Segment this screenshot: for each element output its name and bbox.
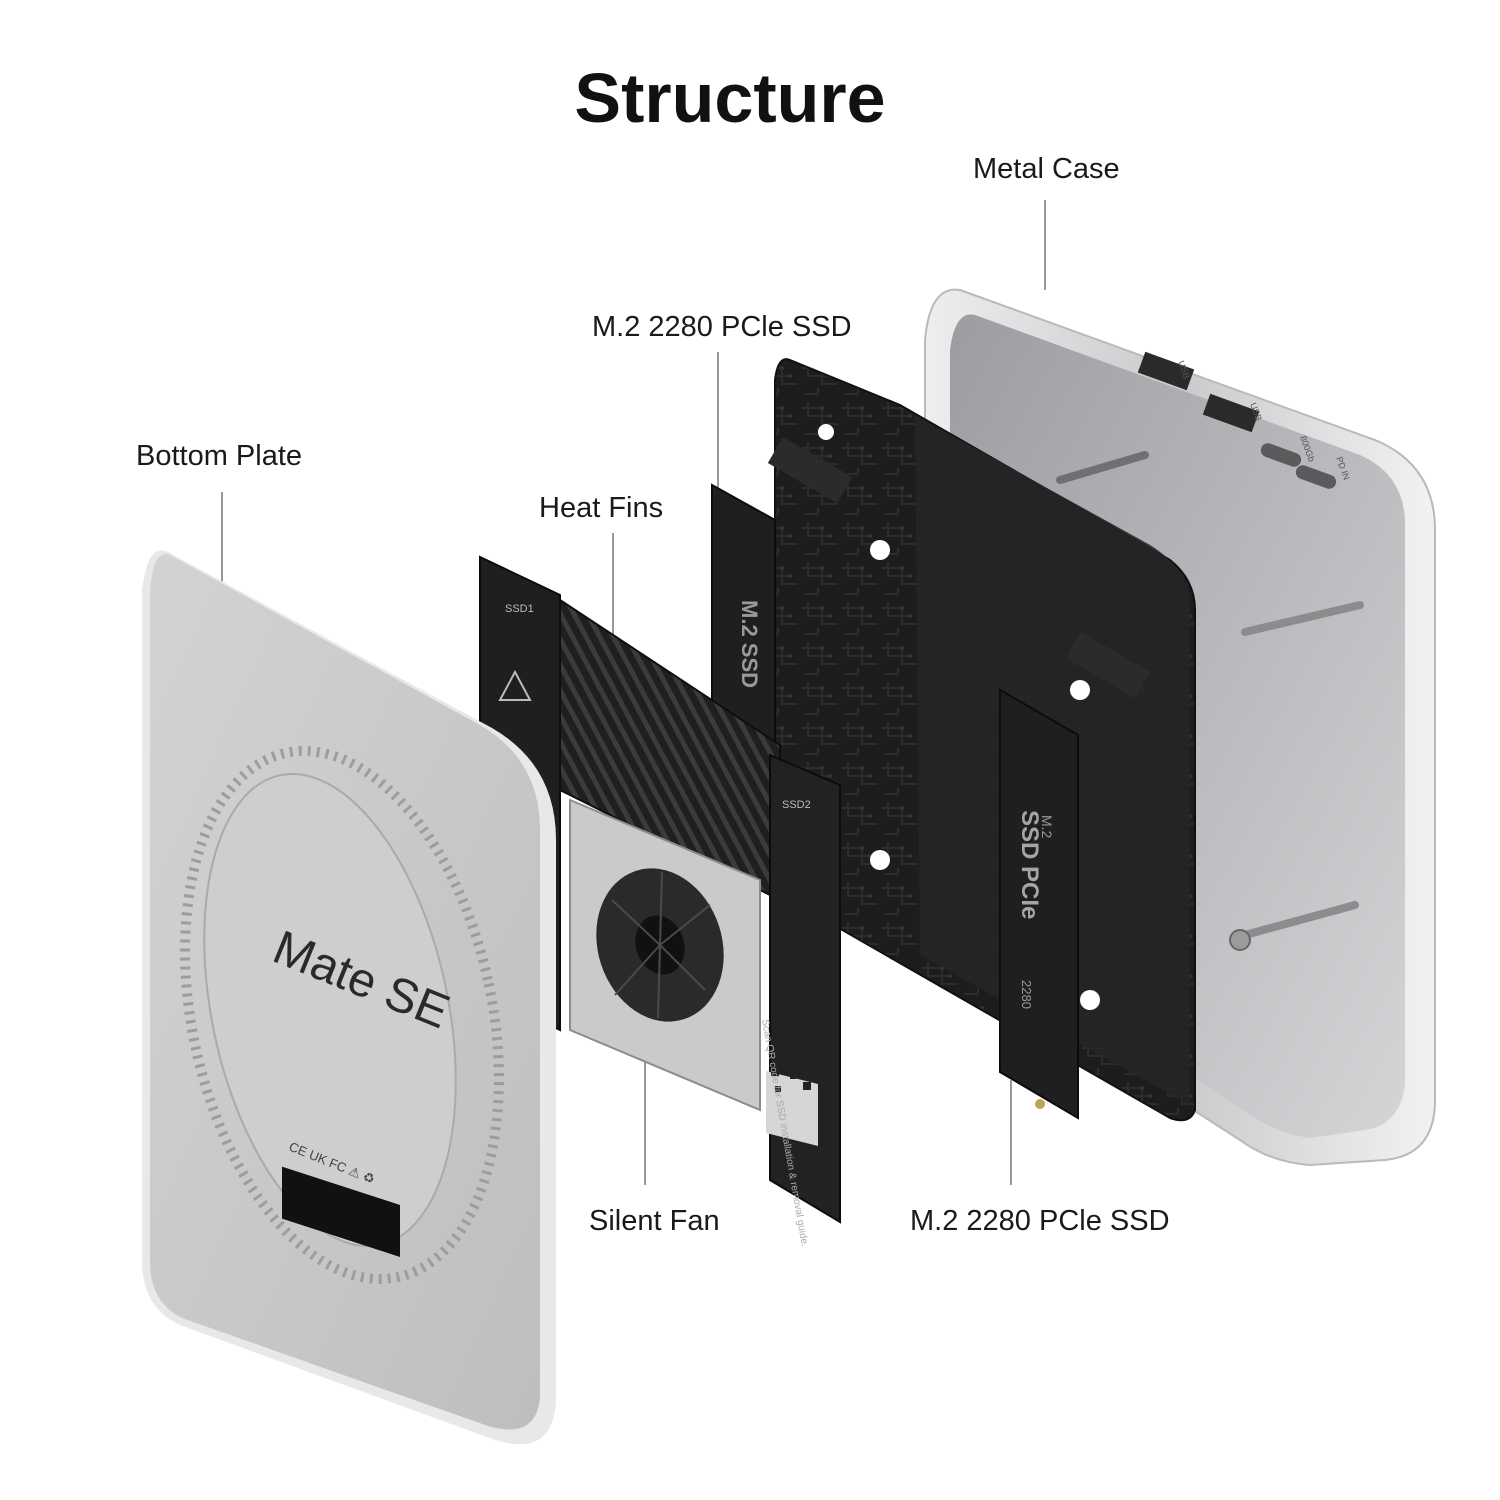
ssd1-tag: SSD1 <box>505 603 534 615</box>
ssd2-tag: SSD2 <box>782 799 811 811</box>
bottom-plate: Mate SE CE UK FC ⚠ ♻ <box>142 550 556 1445</box>
usb-port-2 <box>1202 393 1260 433</box>
label-metal-case: Metal Case <box>973 153 1120 185</box>
qr-dots <box>771 1068 811 1092</box>
typec-port-2 <box>1295 465 1337 489</box>
ssd-bottom-label-a: M.2 <box>1039 815 1055 839</box>
label-heat-fins: Heat Fins <box>539 492 664 524</box>
typec-port-1 <box>1260 443 1302 467</box>
label-ssd-top: M.2 2280 PCle SSD <box>592 311 852 343</box>
label-sticker <box>282 1166 400 1257</box>
label-ssd-bottom: M.2 2280 PCle SSD <box>910 1205 1170 1237</box>
ssd-bottom: M.2 SSD PCIe 2280 <box>999 688 1079 1120</box>
page-title: Structure <box>574 59 886 137</box>
usb-port-1 <box>1137 351 1195 391</box>
label-bottom-plate: Bottom Plate <box>136 440 303 472</box>
ssd-top-chip-label: M.2 SSD <box>737 600 762 688</box>
ssd-bottom-label-c: 2280 <box>1019 980 1034 1009</box>
ssd-top: M.2 SSD <box>711 483 776 762</box>
vent-ring <box>180 746 504 1284</box>
ssd-bottom-label-b: SSD PCIe <box>1016 810 1043 919</box>
label-silent-fan: Silent Fan <box>589 1205 720 1237</box>
